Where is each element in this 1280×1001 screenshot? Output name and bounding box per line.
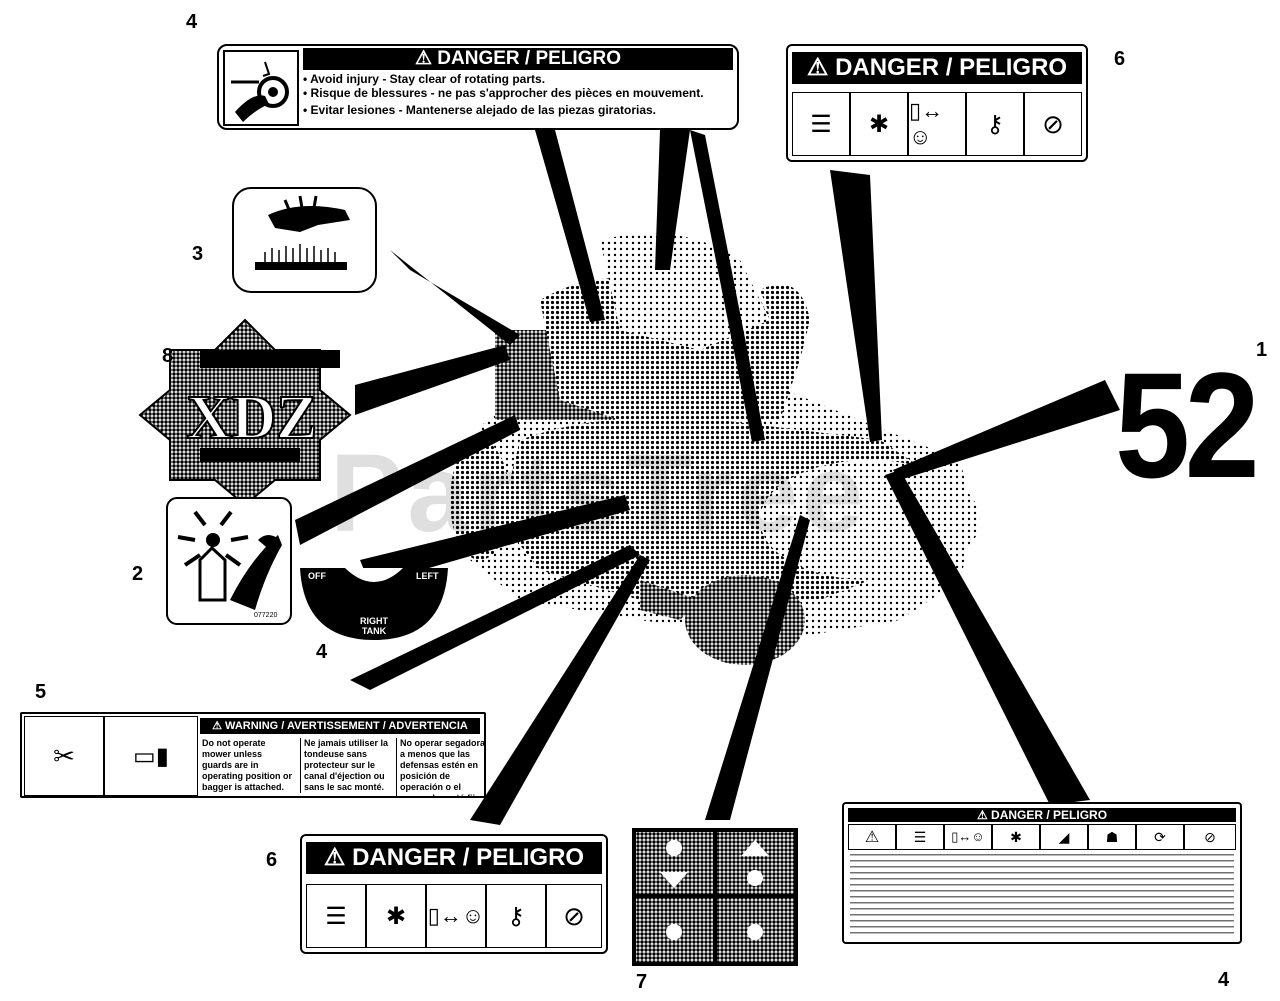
pointer-5 (350, 545, 640, 690)
pictogram-foot-hazard-icon: ⊘ (546, 884, 602, 948)
decal-rotating-parts-line-3: • Evitar lesiones - Mantenerse alejado d… (303, 103, 657, 117)
fuel-label-off: OFF (308, 571, 326, 581)
pictogram-read-manual-icon: ☰ (792, 92, 850, 156)
pointer-1 (893, 380, 1120, 480)
pointer-4-big (885, 470, 1090, 805)
decal-motion-control (632, 828, 798, 966)
pictogram-slope-icon: ◢ (1040, 824, 1088, 850)
decal-warning-header: ⚠ WARNING / AVERTISSEMENT / ADVERTENCIA (200, 718, 480, 734)
svg-text:XDZ: XDZ (187, 384, 318, 452)
pictogram-read-manual-icon: ☰ (896, 824, 944, 850)
pointer-wedges (295, 130, 1120, 825)
decal-danger-large-text-block (850, 854, 1234, 936)
callout-3: 3 (192, 243, 204, 265)
watermark: PartsTree (330, 432, 868, 555)
decal-rotating-parts: ⚠ DANGER / PELIGRO • Avoid injury - Stay… (217, 44, 739, 130)
decal-danger-top-header: ⚠ DANGER / PELIGRO (792, 52, 1082, 84)
pointer-3 (390, 250, 520, 345)
decal-fuel-selector (300, 568, 448, 640)
pointer-6-bottom (470, 555, 650, 825)
pointer-4-top-a (535, 130, 605, 322)
pictogram-foot-hazard-icon: ⊘ (1024, 92, 1082, 156)
pointer-4-top-c (690, 130, 765, 442)
pictogram-thrown-object-icon: ✱ (992, 824, 1040, 850)
callout-1: 1 (1256, 339, 1268, 361)
pictogram-warning-icon: ⚠ (848, 824, 896, 850)
decal-danger-large: ⚠ DANGER / PELIGRO ⚠ ☰ ▯↔☺ ✱ ◢ ☗ ⟳ ⊘ (842, 802, 1242, 944)
decal-rotating-parts-line-2: • Risque de blessures - ne pas s'approch… (303, 86, 704, 100)
decal-warning-guards: ✂ ▭▮ ⚠ WARNING / AVERTISSEMENT / ADVERTE… (20, 712, 486, 798)
decal-warning-col-1: Do not operate mower unless guards are i… (202, 738, 292, 792)
pictogram-remove-key-icon: ⚷ (966, 92, 1024, 156)
decal-danger-large-header: ⚠ DANGER / PELIGRO (848, 808, 1236, 822)
pictogram-bystander-icon: ▯↔☺ (908, 92, 966, 156)
callout-6-top: 6 (1114, 48, 1126, 70)
pointer-8 (355, 345, 510, 415)
callout-5: 5 (35, 681, 47, 703)
decal-danger-top: ⚠ DANGER / PELIGRO ☰ ✱ ▯↔☺ ⚷ ⊘ (786, 44, 1088, 162)
pointer-2 (295, 415, 520, 545)
decal-hot-surface (232, 187, 377, 293)
pictogram-bagger-icon: ▭▮ (104, 716, 198, 796)
pointer-4-fuel (360, 495, 630, 585)
decal-danger-bottom: ⚠ DANGER / PELIGRO ☰ ✱ ▯↔☺ ⚷ ⊘ (300, 834, 608, 954)
pictogram-bystander-icon: ▯↔☺ (944, 824, 992, 850)
pictogram-thrown-object-icon: ✱ (850, 92, 908, 156)
decal-warning-col-2: Ne jamais utiliser la tondeuse sans prot… (300, 738, 396, 793)
pointer-4-top-b (655, 130, 690, 270)
pictogram-read-manual-icon: ☰ (306, 884, 366, 948)
decal-rotating-parts-line-1: • Avoid injury - Stay clear of rotating … (303, 72, 546, 86)
pictogram-foot-hazard-icon: ⊘ (1184, 824, 1236, 850)
callout-6-bottom: 6 (266, 849, 278, 871)
pictogram-remove-key-icon: ⚷ (486, 884, 546, 948)
decal-part-number: 077220 (254, 612, 278, 619)
pictogram-guard-icon: ✂ (24, 716, 104, 796)
pointer-7 (705, 515, 810, 820)
pointer-6-top (830, 170, 882, 442)
deck-size-decal: 52 (1115, 341, 1260, 509)
callout-7: 7 (636, 971, 648, 993)
callout-4-fuel: 4 (316, 641, 328, 663)
callout-4-top: 4 (186, 11, 198, 33)
pictogram-thrown-object-icon: ✱ (366, 884, 426, 948)
decal-rotating-parts-header: ⚠ DANGER / PELIGRO (303, 48, 733, 70)
callout-2: 2 (132, 563, 144, 585)
callout-4-bottom: 4 (1218, 969, 1230, 991)
decal-danger-bottom-header: ⚠ DANGER / PELIGRO (306, 842, 602, 874)
pictogram-rider-icon: ☗ (1088, 824, 1136, 850)
decal-xdz-emblem: XDZ (138, 318, 352, 507)
pictogram-rollover-icon: ⟳ (1136, 824, 1184, 850)
fuel-label-right-tank: RIGHT TANK (360, 616, 388, 636)
pictogram-bystander-icon: ▯↔☺ (426, 884, 486, 948)
decal-thrown-objects (166, 497, 292, 625)
rotating-parts-icon (223, 50, 299, 126)
decal-warning-col-3: No operar segadora a menos que las defen… (396, 738, 484, 796)
callout-8: 8 (162, 345, 174, 367)
fuel-label-left: LEFT (416, 571, 439, 581)
